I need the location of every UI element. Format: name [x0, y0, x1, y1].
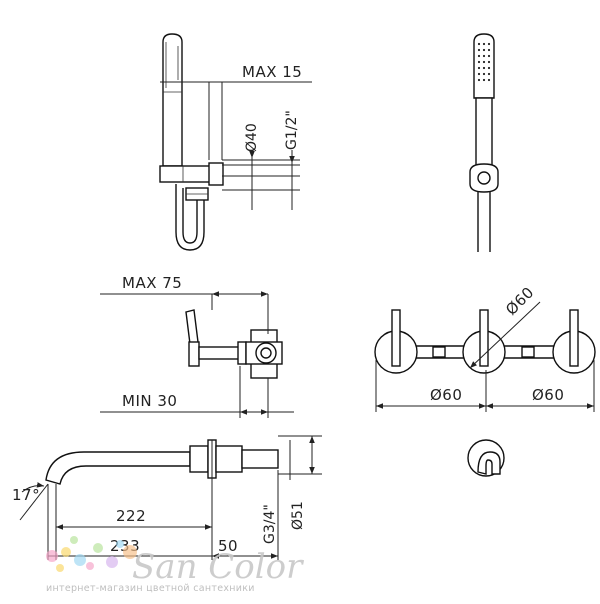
dimension-lines-top: [160, 81, 312, 210]
watermark-dot: [70, 536, 78, 544]
spray-nozzles: [477, 42, 491, 82]
dim-thread-g-half: G1/2": [284, 110, 300, 150]
watermark-dot: [116, 540, 124, 548]
watermark-dot: [123, 545, 137, 559]
dim-max-75: MAX 75: [122, 274, 182, 292]
dimension-lines-bottom: [19, 435, 322, 560]
dim-min-30: MIN 30: [122, 392, 177, 410]
dim-diameter-60-left: Ø60: [430, 386, 462, 404]
watermark-dot: [86, 562, 94, 570]
dim-diameter-60-diagonal: Ø60: [502, 283, 538, 319]
watermark-dot: [61, 547, 71, 557]
dim-max-15: MAX 15: [242, 63, 302, 81]
mixer-side-section: [185, 309, 283, 379]
three-handles-front-view: [374, 309, 596, 374]
dimension-lines-middle-left: [100, 291, 294, 418]
hand-shower-side-view: [159, 33, 224, 251]
watermark-brand: San Color: [132, 547, 304, 587]
dim-diameter-40: Ø40: [244, 123, 260, 152]
hand-shower-front-view: [469, 33, 499, 252]
spout-side-view: [45, 439, 279, 485]
dim-diameter-60-right: Ø60: [532, 386, 564, 404]
dim-length-50: 50: [218, 537, 238, 555]
watermark-dot: [74, 554, 86, 566]
watermark-dot: [56, 564, 64, 572]
dim-diameter-51: Ø51: [290, 501, 306, 530]
dim-thread-g-three-quarter: G3/4": [262, 504, 278, 544]
dim-length-222: 222: [116, 507, 146, 525]
watermark-dot: [93, 543, 103, 553]
dimension-lines-middle-right: [375, 301, 595, 412]
dim-angle-17: 17°: [12, 486, 40, 504]
watermark-tagline: интернет-магазин цветной сантехники: [46, 583, 255, 594]
watermark: San Color интернет-магазин цветной санте…: [46, 536, 304, 594]
watermark-dots: [46, 536, 137, 572]
watermark-dot: [46, 550, 58, 562]
watermark-dot: [106, 556, 118, 568]
shower-outlet-front-view: [467, 439, 505, 477]
